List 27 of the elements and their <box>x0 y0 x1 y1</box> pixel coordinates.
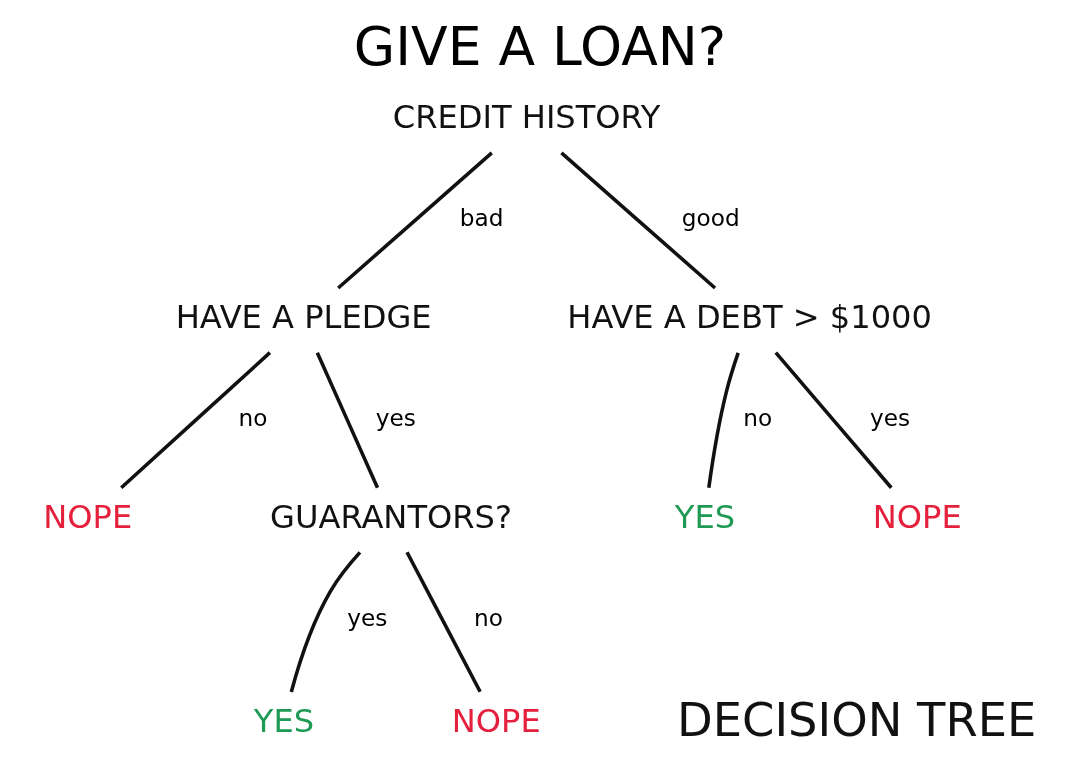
node-text: YES <box>253 702 315 741</box>
node-text: YES <box>674 497 736 536</box>
edge-label: no <box>238 404 268 432</box>
node-text: GUARANTORS? <box>270 497 512 536</box>
connector <box>315 351 380 489</box>
edge-label: yes <box>870 404 911 432</box>
connector <box>337 151 493 290</box>
node-text: CREDIT HISTORY <box>392 98 661 137</box>
node-text: HAVE A DEBT > $1000 <box>567 298 932 337</box>
connector <box>289 551 362 693</box>
node-text: NOPE <box>43 497 133 536</box>
diagram-title: GIVE A LOAN? <box>353 15 727 79</box>
label: DECISION TREE <box>677 692 1037 747</box>
node-text: HAVE A PLEDGE <box>175 298 432 337</box>
edge-label: yes <box>375 404 416 432</box>
edge-label: no <box>474 603 503 631</box>
edge-label: yes <box>347 603 388 631</box>
connector <box>707 352 740 488</box>
connector <box>774 351 893 489</box>
node-text: NOPE <box>451 702 541 741</box>
connector <box>120 351 272 490</box>
edge-label: no <box>743 404 773 432</box>
edge-label: bad <box>459 204 504 232</box>
connector <box>405 551 482 693</box>
connector <box>560 151 717 290</box>
edge-label: good <box>681 204 740 232</box>
node-text: NOPE <box>872 497 962 536</box>
